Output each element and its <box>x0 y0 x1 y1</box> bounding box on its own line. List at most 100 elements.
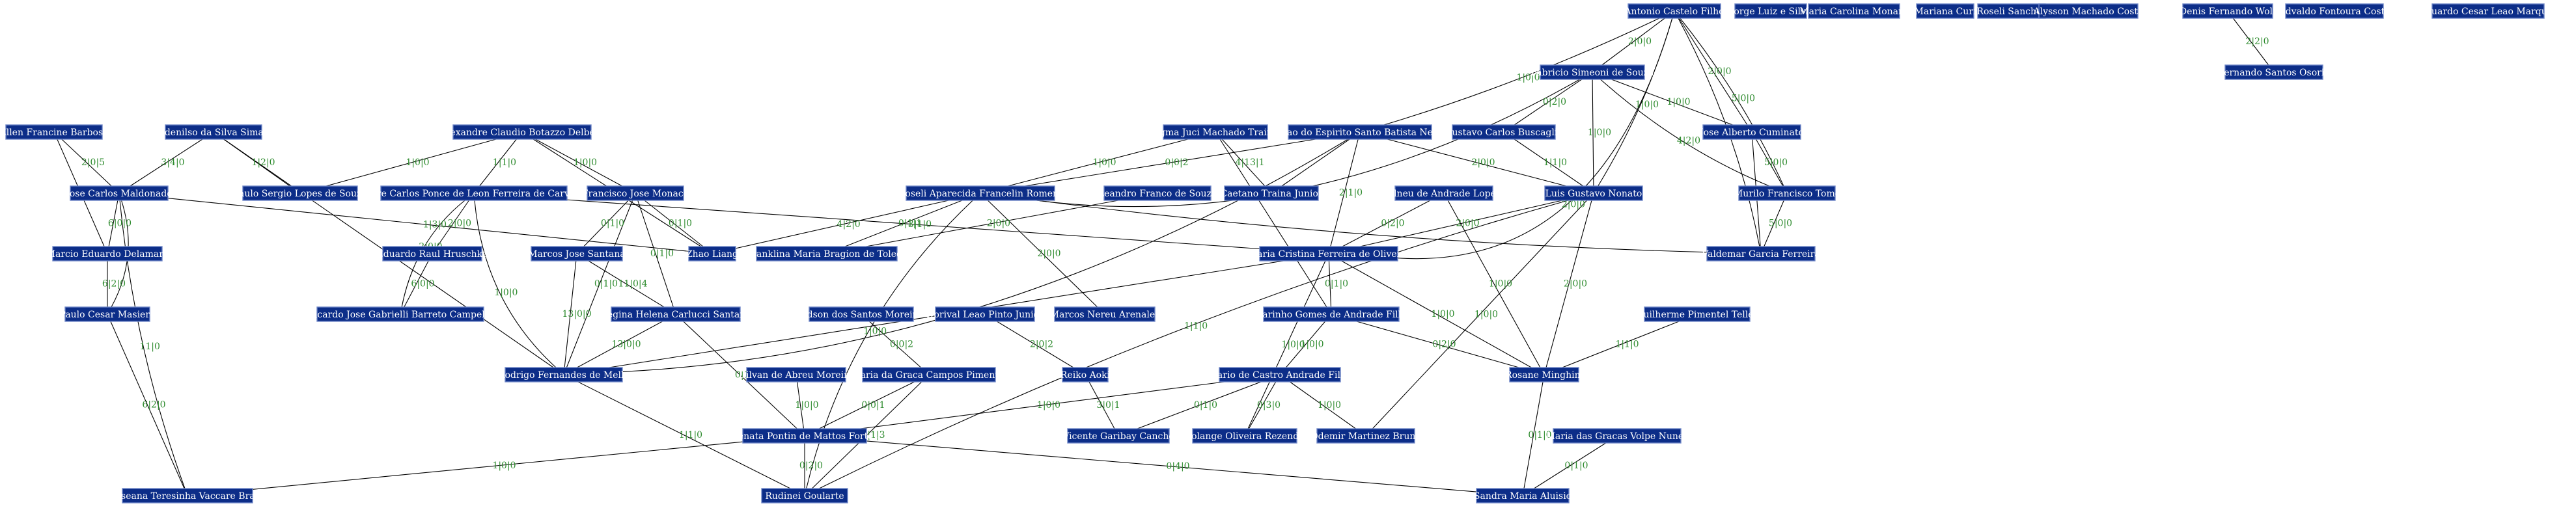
node-zl[interactable]: Zhao Liang <box>686 246 738 262</box>
node-box <box>809 306 914 322</box>
node-box <box>1192 428 1297 444</box>
node-rfm[interactable]: Rodrigo Fernandes de Mello <box>498 367 630 382</box>
node-fjm[interactable]: Francisco Jose Monaco <box>582 185 689 201</box>
node-mgcp[interactable]: Maria da Graca Campos Pimentel <box>851 367 1007 382</box>
node-fso[interactable]: Fernando Santos Osorio <box>2218 64 2330 80</box>
node-sor[interactable]: Solange Oliveira Rezende <box>1185 428 1305 444</box>
edge-efb-jcm <box>61 139 112 187</box>
node-mjs[interactable]: Marcos Jose Santana <box>528 246 626 262</box>
edge-label: 1|0|0 <box>1431 309 1454 319</box>
node-mft[interactable]: Murilo Francisco Tome <box>1734 185 1840 201</box>
node-label: Caetano Traina Junior <box>1220 189 1322 199</box>
node-aal[interactable]: Alneu de Andrade Lopes <box>1387 185 1501 201</box>
node-rs[interactable]: Roseli Sanches <box>1976 3 2047 19</box>
edge-mcaf-rpmf <box>860 381 1225 429</box>
node-gcb[interactable]: Gustavo Carlos Buscaglia <box>1445 124 1563 140</box>
node-vgc[interactable]: Vicente Garibay Cancho <box>1062 428 1174 444</box>
node-jls[interactable]: Jorge Luiz e Silva <box>1729 3 1812 19</box>
node-ctj[interactable]: Caetano Traina Junior <box>1220 185 1323 201</box>
node-ecm[interactable]: Eduardo Cesar Leao Marques <box>2419 3 2557 19</box>
edge-ra-vgc <box>1088 381 1115 429</box>
node-erh[interactable]: Eduardo Raul Hruschka <box>376 246 488 262</box>
node-rjgbc[interactable]: Ricardo Jose Gabrielli Barreto Campello <box>307 306 493 322</box>
node-rpmf[interactable]: Renata Pontin de Mattos Fortes <box>731 428 878 444</box>
node-rm[interactable]: Rosane Minghim <box>1505 367 1583 382</box>
node-mcfo[interactable]: Maria Cristina Ferreira de Oliveira <box>1248 246 1409 262</box>
node-fmbt[interactable]: Franklina Maria Bragion de Toledo <box>746 246 908 262</box>
edge-label: 0|1|0 <box>1325 279 1348 289</box>
edge-jesbn-mcfo <box>1330 139 1359 247</box>
edge-mgvn-sma <box>1534 442 1606 489</box>
node-box <box>1916 3 1974 19</box>
node-acbd[interactable]: Alexandre Claudio Botazzo Delbem <box>440 124 603 140</box>
edge-mjs-rhcs <box>588 260 665 308</box>
node-mgvn[interactable]: Maria das Gracas Volpe Nunes <box>1546 428 1689 444</box>
edge-label: 6|2|0 <box>102 279 126 289</box>
node-label: Roseli Sanches <box>1976 7 2046 17</box>
node-mgaf[interactable]: Marinho Gomes de Andrade Filho <box>1253 306 1409 322</box>
edge-lgn-mcfo <box>1360 200 1562 247</box>
node-omb[interactable]: Odemir Martinez Bruno <box>1310 428 1421 444</box>
edge-rafr-fmbt <box>844 200 963 247</box>
edge-label: 6|2|0 <box>142 400 165 410</box>
node-rhcs[interactable]: Regina Helena Carlucci Santana <box>600 306 751 322</box>
node-lfs[interactable]: Leandro Franco de Souza <box>1098 185 1217 201</box>
edge-label: 0|2|0 <box>799 461 823 471</box>
node-lgn[interactable]: Luis Gustavo Nonato <box>1544 185 1643 201</box>
node-box <box>1544 185 1643 201</box>
node-label: Roseana Teresinha Vaccare Braga <box>109 491 266 502</box>
node-label: Antonio Castelo Filho <box>1624 7 1724 17</box>
node-acf[interactable]: Antonio Castelo Filho <box>1624 3 1724 19</box>
node-fss[interactable]: Fabricio Simeoni de Souza <box>1531 64 1654 80</box>
node-box <box>1476 488 1570 503</box>
node-vgf[interactable]: Valdemar Garcia Ferreira <box>1701 246 1820 262</box>
node-amc[interactable]: Alysson Machado Costa <box>2033 3 2144 19</box>
node-acpl[interactable]: Andre Carlos Ponce de Leon Ferreira de C… <box>358 185 589 201</box>
node-ajmt[interactable]: Agma Juci Machado Traina <box>1152 124 1279 140</box>
node-box <box>587 185 684 201</box>
node-jesbn[interactable]: Joao do Espirito Santo Batista Neto <box>1277 124 1442 140</box>
node-jcm[interactable]: Jose Carlos Maldonado <box>64 185 173 201</box>
node-label: Maria Cristina Ferreira de Oliveira <box>1248 249 1409 260</box>
node-pcm[interactable]: Paulo Cesar Masiero <box>60 306 156 322</box>
node-box <box>906 185 1055 201</box>
edge-mcaf-omb <box>1290 381 1356 429</box>
node-mc[interactable]: Mariana Curi <box>1915 3 1976 19</box>
edge-label: 1|0|0 <box>1300 340 1323 350</box>
edge-rafr-mna <box>987 200 1098 308</box>
edge-fjm-mjs <box>583 200 629 247</box>
node-box <box>935 306 1035 322</box>
node-psls[interactable]: Paulo Sergio Lopes de Souza <box>233 185 367 201</box>
edge-label: 2|0|5 <box>81 157 105 168</box>
edge-label: 0|2|0 <box>1432 340 1456 350</box>
node-sma[interactable]: Sandra Maria Aluisio <box>1474 488 1572 503</box>
node-esm[interactable]: Edson dos Santos Moreira <box>800 306 922 322</box>
node-mcaf[interactable]: Mario de Castro Andrade Filho <box>1208 367 1352 382</box>
node-rg[interactable]: Rudinei Goularte <box>761 488 848 503</box>
node-dlpj[interactable]: Dorival Leao Pinto Junior <box>926 306 1044 322</box>
node-med[interactable]: Marcio Eduardo Delamaro <box>46 246 169 262</box>
node-dam[interactable]: Dilvan de Abreu Moreira <box>739 367 853 382</box>
node-ass[interactable]: Adenilso da Silva Simao <box>158 124 270 140</box>
edge-label: 0|4|0 <box>1166 461 1189 472</box>
edge-jesbn-ctj <box>1281 139 1350 187</box>
node-ra[interactable]: Reiko Aoki <box>1060 367 1111 382</box>
node-rafr[interactable]: Roseli Aparecida Francelin Romero <box>898 185 1062 201</box>
edge-label: 2|0|0 <box>1708 66 1731 77</box>
node-efc[interactable]: Edvaldo Fontoura Costa <box>2278 3 2390 19</box>
edge-mcaf-sor <box>1248 381 1277 429</box>
node-gpt[interactable]: Guilherme Pimentel Telles <box>1636 306 1758 322</box>
node-mcm[interactable]: Maria Carolina Monard <box>1799 3 1909 19</box>
edge-label: 1|0|0 <box>494 288 518 298</box>
node-dfw[interactable]: Denis Fernando Wolf <box>2180 3 2277 19</box>
node-rtvb[interactable]: Roseana Teresinha Vaccare Braga <box>109 488 266 503</box>
node-efb[interactable]: Ellen Francine Barbosa <box>0 124 109 140</box>
node-label: Valdemar Garcia Ferreira <box>1701 249 1820 260</box>
node-box <box>2285 3 2384 19</box>
node-box <box>1054 306 1156 322</box>
node-mna[interactable]: Marcos Nereu Arenales <box>1050 306 1160 322</box>
node-jac[interactable]: Jose Alberto Cuminato <box>1698 124 1804 140</box>
edge-fss-lgn <box>1592 79 1594 187</box>
node-label: Edvaldo Fontoura Costa <box>2278 7 2390 17</box>
edge-jac-mft <box>1755 139 1784 187</box>
